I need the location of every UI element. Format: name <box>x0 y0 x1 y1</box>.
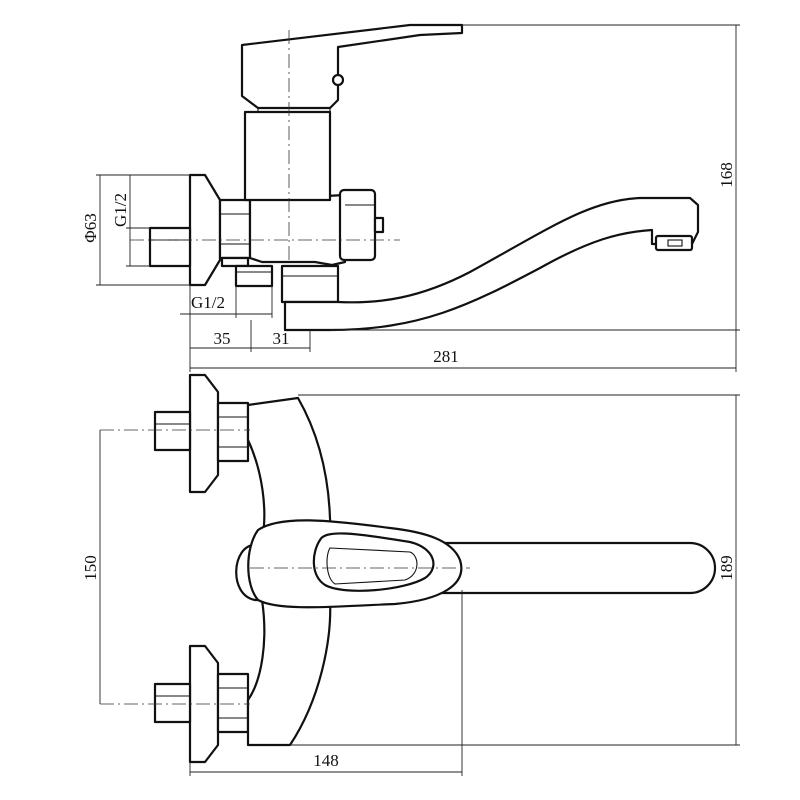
side-cartridge-column <box>243 110 332 202</box>
top-upper-stub <box>153 410 192 452</box>
side-lever-handle <box>240 23 464 110</box>
side-diverter-knob <box>338 188 377 262</box>
side-outlet-thread <box>234 264 274 288</box>
dim-inlet-spacing: 150 <box>81 555 100 581</box>
top-view: 150 189 148 <box>81 373 740 776</box>
side-swivel-collar <box>280 264 340 304</box>
side-wall-flange <box>188 173 222 287</box>
side-hex-nut <box>218 198 252 260</box>
dim-thread-inlet: G1/2 <box>111 193 130 227</box>
top-upper-nut <box>216 401 250 463</box>
dim-height: 168 <box>717 162 736 188</box>
dim-offset-35: 35 <box>214 329 231 348</box>
side-inlet-stub <box>148 226 192 268</box>
top-lever-slot <box>312 532 435 592</box>
side-aerator <box>654 234 694 252</box>
dim-total-length: 281 <box>433 347 459 366</box>
top-upper-flange <box>188 373 220 494</box>
top-lower-nut <box>216 672 250 734</box>
dim-flange-diameter: Φ63 <box>81 213 100 242</box>
dim-offset-31: 31 <box>273 329 290 348</box>
dim-spout-offset: 148 <box>313 751 339 770</box>
dim-body-width: 189 <box>717 555 736 581</box>
top-spout <box>418 541 717 595</box>
dim-thread-outlet: G1/2 <box>191 293 225 312</box>
side-view: G1/2 Φ63 G1/2 35 31 281 168 <box>81 23 740 372</box>
top-lower-stub <box>153 682 192 724</box>
side-valve-body <box>248 193 347 267</box>
